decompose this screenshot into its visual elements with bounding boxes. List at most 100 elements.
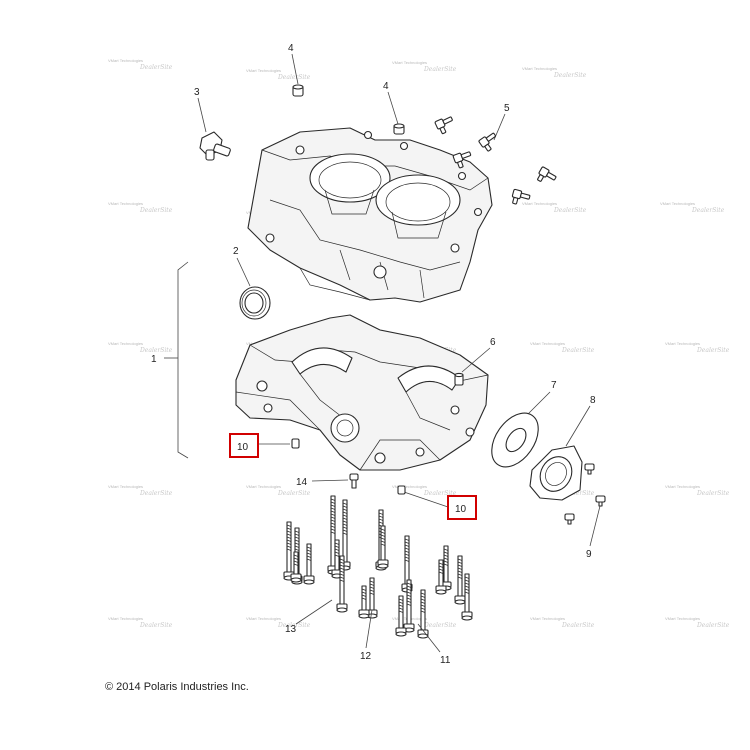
part-10-dowel-a: [258, 438, 300, 449]
callout-6[interactable]: 6: [490, 337, 496, 348]
watermark-logo-text: DealerSite: [696, 490, 730, 497]
callout-2[interactable]: 2: [233, 246, 239, 257]
watermark-text: VMart Technologies: [522, 201, 557, 206]
part-10-dowel-b: [397, 485, 449, 508]
callout-4-mid[interactable]: 4: [383, 81, 389, 92]
callout-1[interactable]: 1: [151, 354, 157, 365]
highlight-box-10-left: [229, 433, 259, 458]
watermark-text: VMart Technologies: [665, 484, 700, 489]
watermark-logo-text: DealerSite: [553, 72, 587, 79]
highlight-box-10-right: [447, 495, 477, 520]
watermark-text: VMart Technologies: [665, 616, 700, 621]
watermark-text: VMart Technologies: [108, 341, 143, 346]
watermark-logo-text: DealerSite: [561, 347, 595, 354]
part-2-seal: [236, 257, 271, 320]
part-8-cover-plate: [529, 405, 591, 501]
bolt-set: [283, 495, 473, 639]
watermark-logo-text: DealerSite: [139, 490, 173, 497]
watermark-logo-text: DealerSite: [696, 622, 730, 629]
upper-crankcase: [247, 127, 493, 303]
fitting: [537, 166, 557, 182]
bolt: [336, 555, 348, 613]
watermark-text: VMart Technologies: [665, 341, 700, 346]
bolt: [358, 585, 370, 619]
watermark-logo-text: DealerSite: [277, 490, 311, 497]
watermark-text: VMart Technologies: [108, 201, 143, 206]
lower-crankcase: [235, 314, 489, 471]
callout-11[interactable]: 11: [440, 655, 451, 666]
callout-13[interactable]: 13: [285, 624, 297, 635]
watermark-text: VMart Technologies: [530, 616, 565, 621]
watermark-logo-text: DealerSite: [696, 347, 730, 354]
part-4-cap-b: [387, 91, 405, 135]
watermark-logo-text: DealerSite: [561, 622, 595, 629]
callout-10-left[interactable]: 10: [237, 442, 249, 453]
fitting: [511, 188, 531, 205]
watermark-text: VMart Technologies: [522, 66, 557, 71]
bolt: [290, 551, 302, 583]
watermark-logo-text: DealerSite: [139, 347, 173, 354]
watermark-text: VMart Technologies: [108, 484, 143, 489]
part-14-screw: [311, 473, 359, 489]
watermark-text: VMart Technologies: [246, 484, 281, 489]
watermark-logo-text: DealerSite: [691, 207, 725, 214]
fitting: [452, 151, 472, 169]
watermark-logo-text: DealerSite: [139, 207, 173, 214]
callout-10-right[interactable]: 10: [455, 504, 467, 515]
callout-3[interactable]: 3: [194, 87, 200, 98]
callout-8[interactable]: 8: [590, 395, 596, 406]
bolt: [377, 525, 389, 569]
fitting: [434, 116, 453, 135]
bolt: [395, 595, 407, 637]
watermark-text: VMart Technologies: [392, 484, 427, 489]
callout-7[interactable]: 7: [551, 380, 557, 391]
copyright-notice: © 2014 Polaris Industries Inc.: [105, 681, 249, 693]
callout-12[interactable]: 12: [360, 651, 372, 662]
bolt: [303, 543, 315, 585]
watermark-logo-text: DealerSite: [553, 207, 587, 214]
watermark-logo-text: DealerSite: [423, 490, 457, 497]
watermark-logo-text: DealerSite: [139, 622, 173, 629]
callout-14[interactable]: 14: [296, 477, 308, 488]
part-4-cap-a: [291, 53, 304, 97]
part-5-fittings: [434, 113, 557, 205]
bolt: [461, 573, 473, 621]
callout-5[interactable]: 5: [504, 103, 510, 114]
fitting: [478, 132, 496, 152]
watermark-text: VMart Technologies: [108, 58, 143, 63]
watermark-text: VMart Technologies: [392, 60, 427, 65]
bolt: [283, 521, 295, 581]
bolt: [454, 555, 466, 605]
callout-9[interactable]: 9: [586, 549, 592, 560]
part-6-dowel: [454, 347, 491, 386]
part-3-sensor: [197, 97, 231, 161]
watermark-text: VMart Technologies: [246, 616, 281, 621]
watermark-logo-text: DealerSite: [561, 490, 595, 497]
watermark-text: VMart Technologies: [108, 616, 143, 621]
watermark-logo-text: DealerSite: [423, 66, 457, 73]
bolt: [435, 559, 447, 595]
watermark-logo-text: DealerSite: [277, 74, 311, 81]
part-9-screws: [564, 463, 606, 547]
watermark-logo-text: DealerSite: [139, 64, 173, 71]
watermark-text: VMart Technologies: [246, 68, 281, 73]
watermark-logo-text: DealerSite: [277, 622, 311, 629]
watermark-logo-text: DealerSite: [423, 622, 457, 629]
callout-4-top[interactable]: 4: [288, 43, 294, 54]
